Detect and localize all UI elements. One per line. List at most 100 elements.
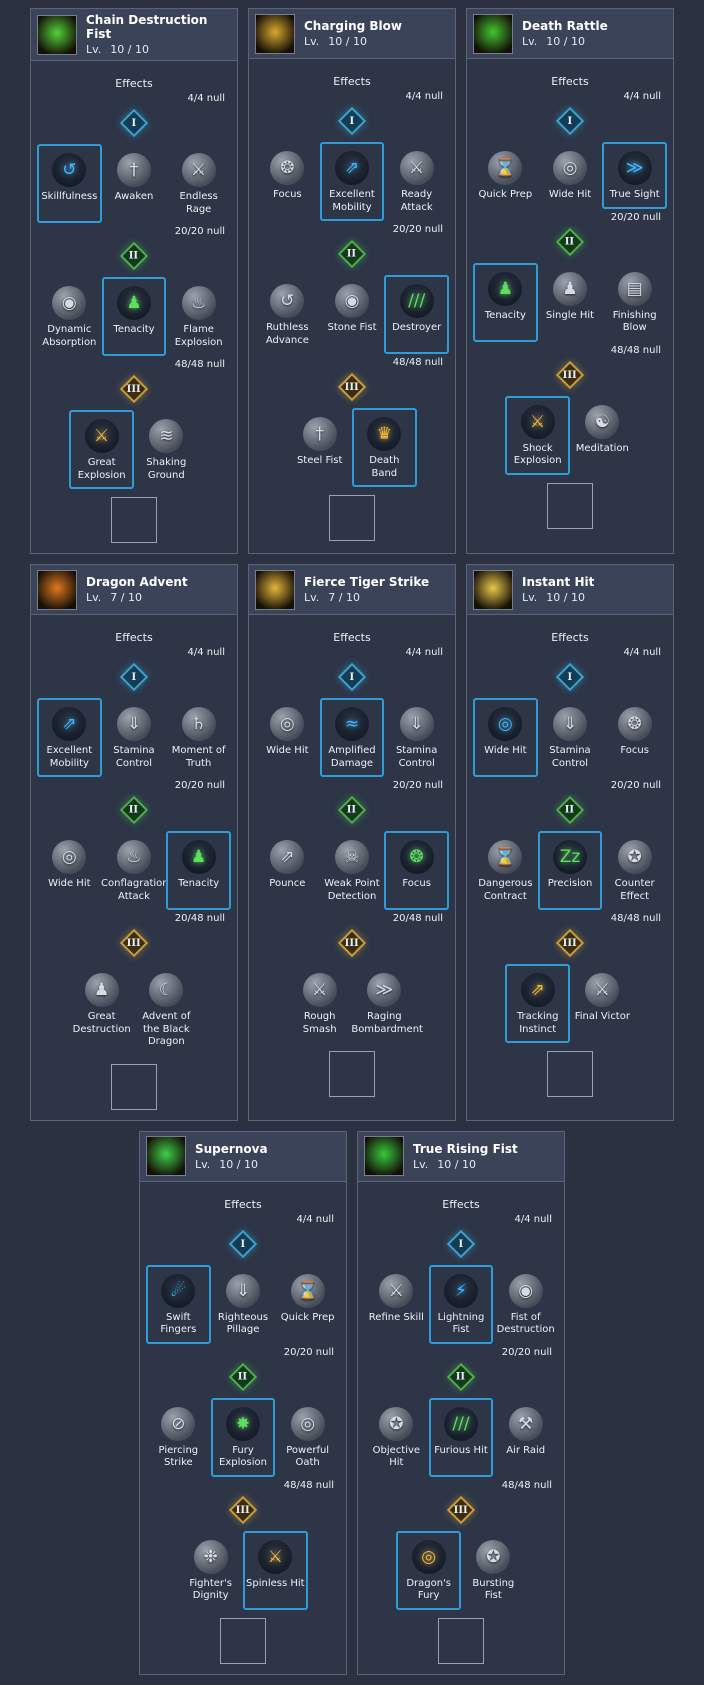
tripod-option[interactable]: ⇗ Excellent Mobility	[37, 698, 102, 777]
tripod-option[interactable]: ⚔ Spinless Hit	[243, 1530, 308, 1610]
skill-header-text: Instant Hit Lv.10 / 10	[522, 575, 594, 604]
tiers: 4/4 null I ⚔ Refine Skill ⚡ Lightning Fi…	[364, 1211, 558, 1610]
tripod-option[interactable]: ◎ Powerful Oath	[275, 1398, 340, 1477]
tripod-option[interactable]: ♛ Death Band	[352, 408, 417, 487]
tripod-option[interactable]: † Awaken	[102, 144, 167, 223]
tripod-option[interactable]: Zz Precision	[537, 831, 603, 910]
tripod-option[interactable]: ◉ Fist of Destruction	[493, 1265, 558, 1344]
tripod-option[interactable]: /// Furious Hit	[428, 1397, 494, 1477]
skill-icon[interactable]	[255, 13, 295, 54]
rune-slot[interactable]	[329, 1051, 375, 1097]
tripod-option[interactable]: ☄ Swift Fingers	[146, 1264, 211, 1344]
tripod-option[interactable]: ❂ Focus	[602, 698, 667, 777]
tripod-options: ⚔ Shock Explosion ☯ Meditation	[473, 395, 667, 475]
rune-slot[interactable]	[329, 495, 375, 541]
tripod-option[interactable]: ⌛ Quick Prep	[473, 142, 538, 209]
tripod-option[interactable]: ✸ Fury Explosion	[210, 1397, 276, 1477]
tripod-option[interactable]: ↺ Skillfulness	[37, 144, 102, 223]
rune-slot[interactable]	[547, 1051, 593, 1097]
tripod-option[interactable]: ⚔ Refine Skill	[364, 1265, 429, 1344]
tripod-label: Dragon's Fury	[406, 1577, 452, 1602]
tripod-option[interactable]: ✪ Counter Effect	[602, 831, 667, 910]
tripod-options: ⇗ Excellent Mobility ⇓ Stamina Control ♄…	[37, 698, 231, 777]
tripod-option[interactable]: ⊘ Piercing Strike	[146, 1398, 211, 1477]
tier-section: 20/20 null II ↺ Ruthless Advance ◉ Stone…	[255, 224, 449, 354]
tier-diamond-wrap: I	[255, 662, 449, 692]
skill-icon[interactable]	[146, 1136, 186, 1176]
tripod-option[interactable]: ☯ Meditation	[570, 396, 635, 475]
skill-icon[interactable]	[255, 569, 295, 610]
tripod-option[interactable]: ♟ Great Destruction	[69, 964, 134, 1056]
tripod-option[interactable]: ♟ Tenacity	[473, 262, 538, 342]
tripod-option[interactable]: ❉ Fighter's Dignity	[178, 1531, 243, 1610]
skill-icon[interactable]	[473, 569, 513, 610]
tripod-option[interactable]: ≋ Shaking Ground	[134, 410, 199, 489]
tripod-option[interactable]: ⇓ Righteous Pillage	[211, 1265, 276, 1344]
tripod-option[interactable]: ≈ Amplified Damage	[319, 698, 385, 777]
tripod-option[interactable]: ☾ Advent of the Black Dragon	[134, 964, 199, 1056]
card-row: Dragon Advent Lv.7 / 10 Effects 4/4 null…	[0, 564, 704, 1121]
rune-slot[interactable]	[547, 482, 593, 529]
sword-icon: †	[117, 153, 151, 187]
tripod-option[interactable]: ♟ Single Hit	[538, 263, 603, 342]
crossed-swords-icon: ⚔	[84, 419, 119, 453]
tripod-option[interactable]: ⌛ Dangerous Contract	[473, 831, 538, 910]
tripod-option[interactable]: ◉ Dynamic Absorption	[37, 277, 102, 356]
tripod-option[interactable]: ♟ Tenacity	[101, 277, 167, 356]
skill-icon[interactable]	[37, 14, 77, 55]
rune-slot[interactable]	[438, 1617, 484, 1664]
tier-counter: 20/20 null	[174, 226, 225, 237]
tripod-option[interactable]: ≫ Raging Bombardment	[351, 964, 423, 1043]
tripod-option[interactable]: ✪ Bursting Fist	[461, 1531, 526, 1610]
skill-body: Effects 4/4 null I ↺ Skillfulness † Awak…	[31, 61, 237, 553]
tier-section: 20/20 null II ⊘ Piercing Strike ✸ Fury E…	[146, 1347, 340, 1477]
tripod-option[interactable]: ⇓ Stamina Control	[384, 698, 449, 777]
tripod-option[interactable]: ◎ Wide Hit	[473, 698, 538, 777]
tripod-option[interactable]: ☠ Weak Point Detection	[320, 831, 385, 910]
tripod-option[interactable]: ⌛ Quick Prep	[275, 1265, 340, 1344]
tripod-option[interactable]: ◎ Wide Hit	[255, 698, 320, 777]
tripod-option[interactable]: ⚔ Final Victor	[570, 964, 635, 1043]
skill-icon[interactable]	[473, 13, 513, 54]
target-icon: ◎	[411, 1539, 446, 1574]
tripod-label: Single Hit	[545, 309, 595, 321]
tripod-option[interactable]: ◉ Stone Fist	[320, 275, 385, 354]
tripod-options: ⚔ Refine Skill ⚡ Lightning Fist ◉ Fist o…	[364, 1264, 558, 1344]
tripod-option[interactable]: ⇓ Stamina Control	[102, 698, 167, 777]
tripod-option[interactable]: ↺ Ruthless Advance	[255, 275, 320, 354]
tripod-option[interactable]: ✪ Objective Hit	[364, 1398, 429, 1477]
tripod-option[interactable]: ♨ Flame Explosion	[166, 277, 231, 356]
tripod-label: Destroyer	[392, 322, 442, 333]
crossed-swords-icon: ⚔	[181, 153, 216, 187]
tripod-option[interactable]: ♟ Tenacity	[166, 831, 231, 910]
tripod-option[interactable]: ▤ Finishing Blow	[602, 263, 667, 342]
tripod-option[interactable]: ⚡ Lightning Fist	[428, 1264, 494, 1344]
tripod-option[interactable]: ⚔ Ready Attack	[384, 142, 449, 221]
tripod-option[interactable]: ⚒ Air Raid	[493, 1398, 558, 1477]
tripod-option[interactable]: ⇗ Excellent Mobility	[319, 142, 385, 221]
tripod-option[interactable]: /// Destroyer	[384, 275, 449, 354]
tripod-option[interactable]: ◎ Dragon's Fury	[396, 1530, 461, 1610]
tripod-option[interactable]: ◎ Wide Hit	[37, 831, 102, 910]
tripod-option[interactable]: ⇗ Tracking Instinct	[505, 964, 570, 1043]
tripod-option[interactable]: † Steel Fist	[287, 408, 352, 487]
tripod-option[interactable]: ⚔ Rough Smash	[287, 964, 352, 1043]
tripod-option[interactable]: ⇓ Stamina Control	[538, 698, 603, 777]
tripod-option[interactable]: ❂ Focus	[384, 831, 449, 910]
tier-diamond-wrap: III	[255, 928, 449, 958]
rune-slot[interactable]	[111, 497, 157, 543]
rune-slot[interactable]	[220, 1617, 266, 1664]
tripod-option[interactable]: ♄ Moment of Truth	[166, 698, 231, 777]
tripod-option[interactable]: ♨ Conflagration Attack	[101, 831, 169, 910]
tripod-option[interactable]: ⇗ Pounce	[255, 831, 320, 910]
tripod-option[interactable]: ≫ True Sight	[602, 142, 667, 209]
tripod-option[interactable]: ⚔ Endless Rage	[166, 144, 231, 223]
tier-diamond-icon: I	[119, 108, 149, 138]
tripod-option[interactable]: ◎ Wide Hit	[538, 142, 603, 209]
tripod-option[interactable]: ⚔ Shock Explosion	[505, 395, 570, 475]
rune-slot[interactable]	[111, 1063, 157, 1110]
skill-icon[interactable]	[37, 569, 77, 610]
tripod-option[interactable]: ❂ Focus	[255, 142, 320, 221]
skill-icon[interactable]	[364, 1136, 404, 1176]
tripod-option[interactable]: ⚔ Great Explosion	[69, 410, 134, 489]
